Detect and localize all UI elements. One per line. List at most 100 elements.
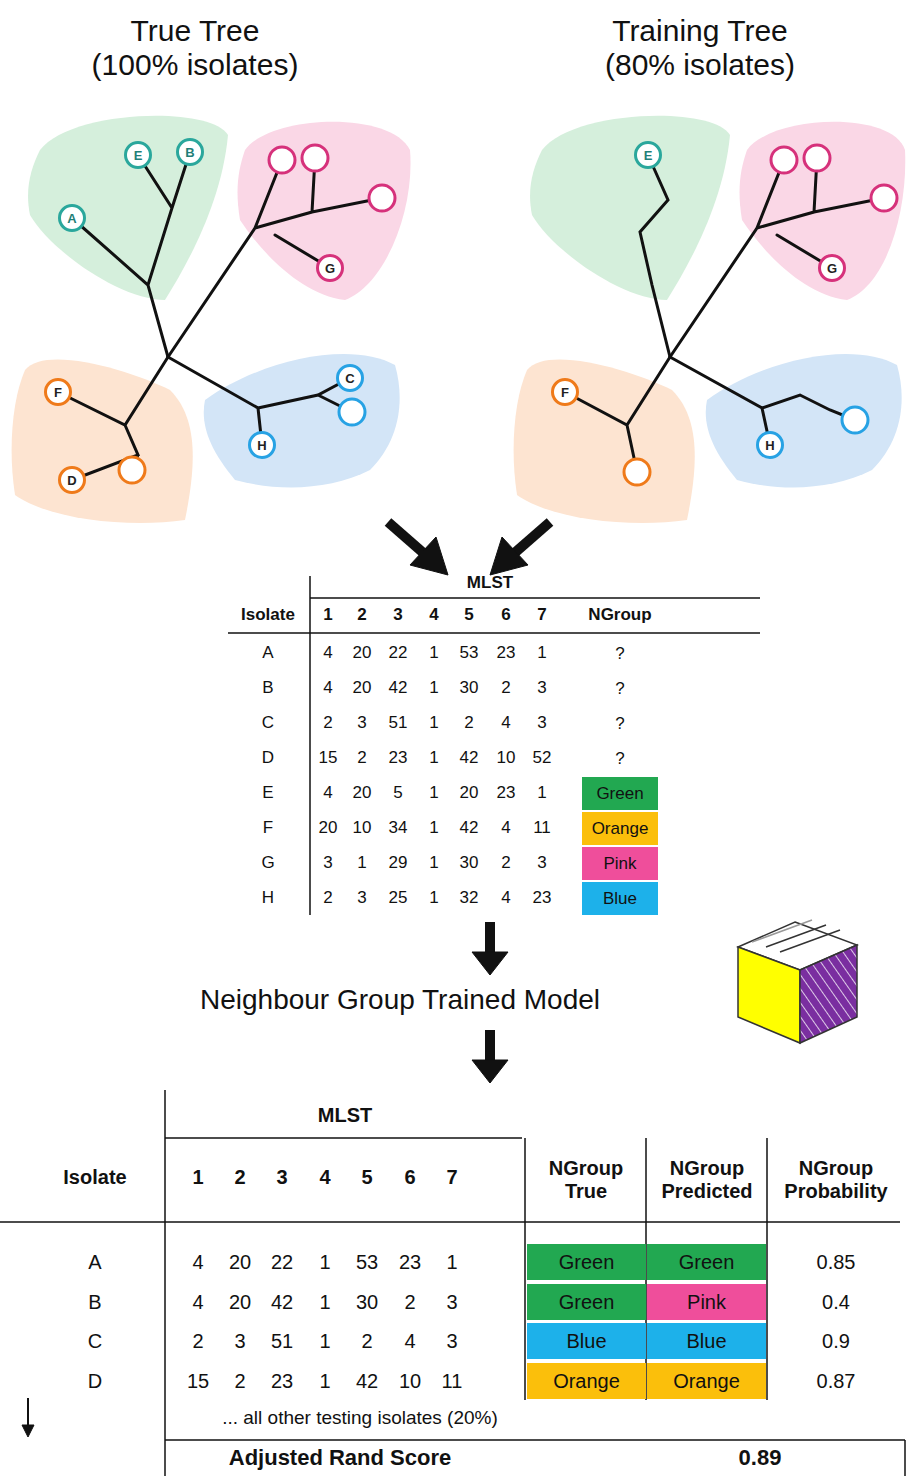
- table-cell: 4: [488, 813, 524, 843]
- column-group-header: MLST: [440, 570, 540, 596]
- table-cell: 22: [380, 638, 416, 668]
- table-cell: 2: [220, 1365, 260, 1397]
- table-cell: 25: [380, 883, 416, 913]
- column-header: 1: [311, 602, 345, 628]
- column-header: 6: [391, 1162, 429, 1192]
- table-cell: 22: [262, 1246, 302, 1278]
- ngroup-cell: Green: [527, 1284, 646, 1320]
- ngroup-cell: Green: [527, 1244, 646, 1280]
- probability-cell: 0.85: [776, 1246, 896, 1278]
- table-cell: 5: [380, 778, 416, 808]
- table-cell: 1: [524, 778, 560, 808]
- table-cell: 23: [262, 1365, 302, 1397]
- table-cell: 11: [524, 813, 560, 843]
- row-label: B: [248, 673, 288, 703]
- isolate-letter: H: [248, 431, 276, 459]
- column-header: NGroup Predicted: [648, 1150, 766, 1210]
- table-cell: 2: [344, 743, 380, 773]
- ngroup-cell: Green: [582, 777, 658, 810]
- ngroup-cell: Blue: [527, 1323, 646, 1359]
- table-cell: 15: [310, 743, 346, 773]
- table-cell: 30: [451, 848, 487, 878]
- row-label: D: [75, 1365, 115, 1397]
- isolate-letter: D: [58, 466, 86, 494]
- table-cell: 1: [305, 1246, 345, 1278]
- table-cell: 20: [451, 778, 487, 808]
- table-cell: 4: [178, 1246, 218, 1278]
- row-label: B: [75, 1286, 115, 1318]
- ngroup-cell: Orange: [647, 1363, 766, 1399]
- table-cell: 52: [524, 743, 560, 773]
- table-cell: 2: [347, 1325, 387, 1357]
- table-cell: 10: [344, 813, 380, 843]
- column-header: 2: [345, 602, 379, 628]
- probability-cell: 0.4: [776, 1286, 896, 1318]
- table-cell: 3: [344, 883, 380, 913]
- isolate-letter: H: [756, 431, 784, 459]
- isolate-letter: C: [336, 364, 364, 392]
- table-cell: 20: [220, 1246, 260, 1278]
- table-cell: 1: [432, 1246, 472, 1278]
- row-label: F: [248, 813, 288, 843]
- isolate-letter: B: [176, 138, 204, 166]
- column-header: Isolate: [228, 602, 308, 628]
- tree-title: Training Tree (80% isolates): [590, 8, 810, 88]
- column-header: 5: [348, 1162, 386, 1192]
- probability-cell: 0.87: [776, 1365, 896, 1397]
- column-header: Isolate: [40, 1162, 150, 1192]
- table-cell: 3: [524, 708, 560, 738]
- column-header: NGroup Probability: [770, 1150, 902, 1210]
- table-cell: 1: [305, 1325, 345, 1357]
- probability-cell: 0.9: [776, 1325, 896, 1357]
- table-cell: 20: [344, 638, 380, 668]
- table-cell: 1: [416, 848, 452, 878]
- column-header: 3: [263, 1162, 301, 1192]
- table-cell: 3: [220, 1325, 260, 1357]
- column-header: 3: [381, 602, 415, 628]
- table-cell: 53: [451, 638, 487, 668]
- isolate-circle: C: [336, 364, 364, 392]
- table-cell: 2: [451, 708, 487, 738]
- isolate-circle: E: [124, 141, 152, 169]
- row-label: G: [248, 848, 288, 878]
- isolate-circle: D: [58, 466, 86, 494]
- ngroup-cell: Orange: [582, 812, 658, 845]
- table-cell: 42: [347, 1365, 387, 1397]
- row-label: H: [248, 883, 288, 913]
- table-cell: 1: [524, 638, 560, 668]
- score-label: Adjusted Rand Score: [190, 1443, 490, 1473]
- table-cell: 4: [488, 708, 524, 738]
- isolate-circle: F: [551, 378, 579, 406]
- table-cell: 2: [488, 848, 524, 878]
- isolate-letter: E: [634, 141, 662, 169]
- table-cell: 11: [432, 1365, 472, 1397]
- column-header: 6: [489, 602, 523, 628]
- table-cell: 30: [347, 1286, 387, 1318]
- table-cell: 3: [344, 708, 380, 738]
- column-header: 1: [179, 1162, 217, 1192]
- table-cell: 4: [310, 638, 346, 668]
- table-cell: 2: [178, 1325, 218, 1357]
- table-cell: 3: [524, 848, 560, 878]
- column-group-header: MLST: [295, 1100, 395, 1130]
- table-cell: 53: [347, 1246, 387, 1278]
- isolate-letter: E: [124, 141, 152, 169]
- isolate-letter: G: [316, 254, 344, 282]
- row-label: A: [248, 638, 288, 668]
- table-cell: 20: [344, 673, 380, 703]
- isolate-circle: A: [58, 204, 86, 232]
- column-header: 5: [452, 602, 486, 628]
- column-header: 4: [417, 602, 451, 628]
- table-cell: 3: [524, 673, 560, 703]
- table-cell: 4: [390, 1325, 430, 1357]
- table-cell: 1: [416, 778, 452, 808]
- table-cell: 23: [524, 883, 560, 913]
- table-cell: 1: [416, 708, 452, 738]
- table-cell: 1: [305, 1286, 345, 1318]
- ngroup-cell: Pink: [582, 847, 658, 880]
- table-cell: 20: [310, 813, 346, 843]
- table-cell: 1: [416, 813, 452, 843]
- ngroup-cell: Pink: [647, 1284, 766, 1320]
- score-value: 0.89: [710, 1443, 810, 1473]
